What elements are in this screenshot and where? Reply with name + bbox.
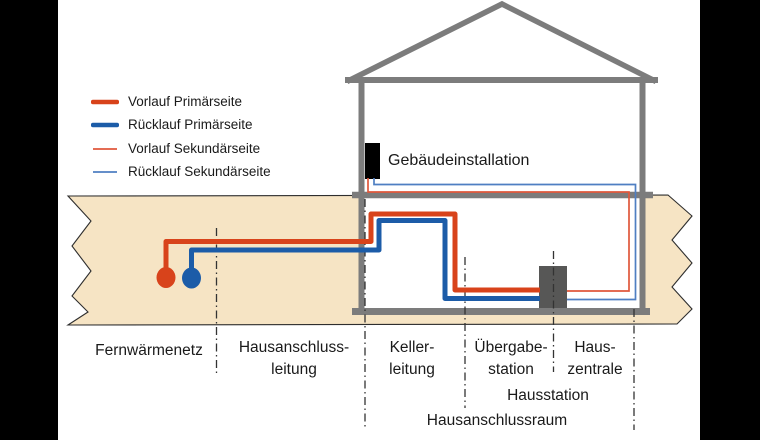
legend-item-ruecklauf-primaerseite: Rücklauf Primärseite: [91, 117, 253, 132]
thick-red-line-swatch: [91, 99, 119, 104]
legend-label: Rücklauf Sekundärseite: [128, 164, 271, 179]
zone-label-fernwaermenetz: Fernwärmenetz: [95, 342, 203, 359]
legend-label: Vorlauf Sekundärseite: [128, 141, 261, 156]
gebaeudeinstallation-label: Gebäudeinstallation: [388, 152, 530, 169]
thin-blue-line-swatch: [93, 170, 117, 173]
pipe-ruecklauf-sekundaerseite: [373, 178, 637, 301]
left-letterbox-bar: [0, 0, 58, 440]
legend-label: Vorlauf Primärseite: [128, 94, 243, 109]
pipe-vorlauf-sekundaerseite: [367, 178, 630, 292]
house-structure: [345, 0, 658, 315]
legend-item-ruecklauf-sekundaerseite: Rücklauf Sekundärseite: [91, 164, 271, 179]
zone-label-hausstation: Hausstation: [507, 387, 589, 404]
zone-label-hausanschlussraum: Hausanschlussraum: [426, 412, 568, 429]
network-node-vorlauf: [156, 267, 176, 288]
thin-red-line-swatch: [93, 147, 117, 150]
pipe-vorlauf-primaerseite: [163, 211, 540, 293]
right-letterbox-bar: [700, 0, 760, 440]
legend-item-vorlauf-sekundaerseite: Vorlauf Sekundärseite: [91, 141, 260, 156]
pipe-ruecklauf-primaerseite: [189, 218, 540, 301]
radiator: [365, 143, 380, 179]
legend-label: Rücklauf Primärseite: [128, 117, 253, 132]
zone-label-uebergabestation: Übergabe- station: [474, 339, 548, 378]
zone-label-hausanschlussleitung: Hausanschluss- leitung: [238, 339, 350, 378]
zone-label-hauszentrale: Haus- zentrale: [567, 339, 623, 378]
roof: [345, 0, 658, 84]
thick-blue-line-swatch: [91, 122, 119, 127]
network-node-ruecklauf: [182, 267, 201, 289]
zone-label-kellerleitung: Keller- leitung: [389, 339, 435, 378]
legend-item-vorlauf-primaerseite: Vorlauf Primärseite: [91, 94, 242, 109]
